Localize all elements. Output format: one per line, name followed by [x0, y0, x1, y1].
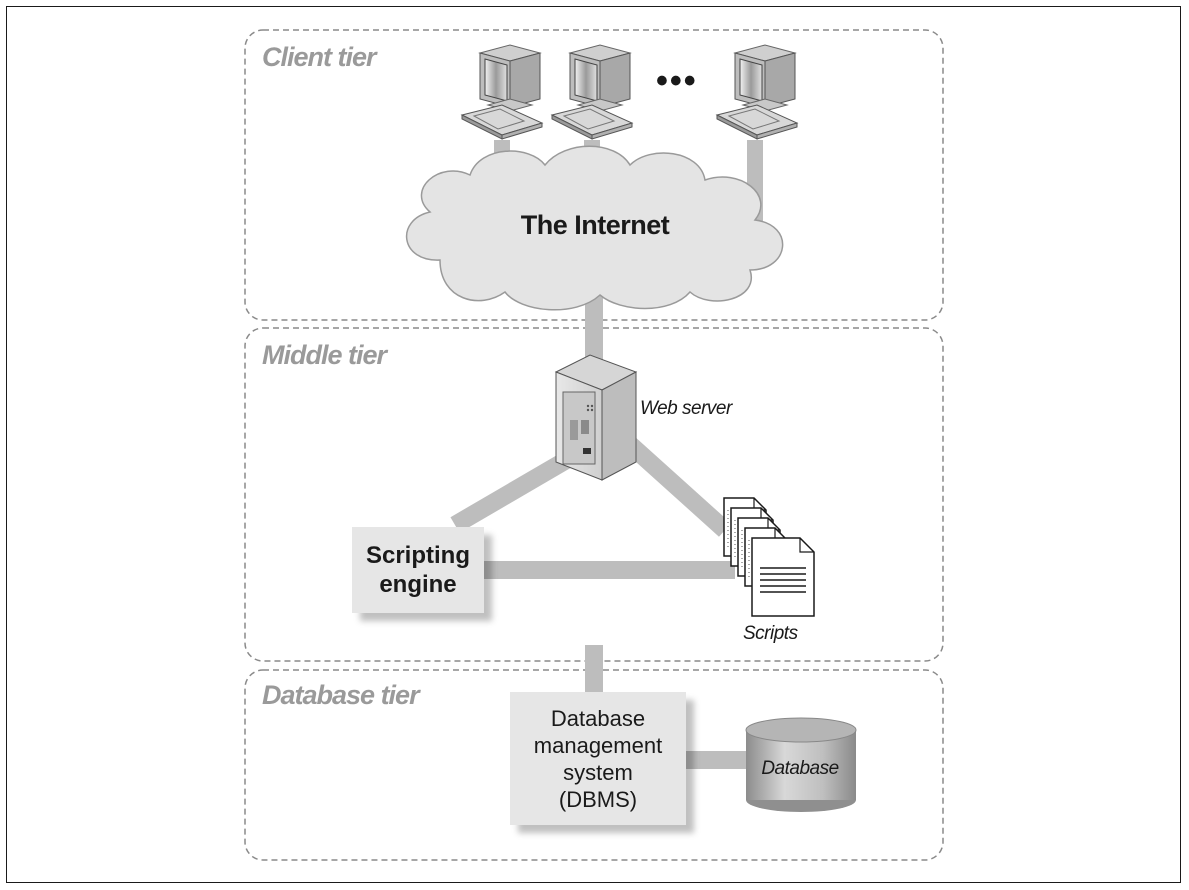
database-label: Database — [761, 758, 839, 779]
dbms-line: system — [563, 759, 633, 785]
computer-icon — [716, 44, 798, 140]
scripting-engine-line: engine — [379, 571, 457, 598]
document-stack-icon — [723, 497, 815, 617]
web-server-label: Web server — [640, 398, 732, 419]
ellipsis-more-clients: ••• — [656, 62, 698, 100]
scripting-engine-line: Scripting — [365, 542, 470, 569]
scripts-label: Scripts — [743, 623, 798, 644]
computer-icon — [461, 44, 543, 140]
cloud-icon — [405, 145, 784, 311]
dbms-line: (DBMS) — [558, 786, 638, 812]
outer-frame — [6, 6, 1181, 883]
server-icon — [554, 354, 638, 481]
database-tier-label: Database tier — [262, 680, 420, 710]
middle-tier-label: Middle tier — [262, 340, 387, 370]
dbms-box: Database management system (DBMS) — [510, 692, 686, 825]
internet-label: The Internet — [520, 210, 670, 240]
client-tier-label: Client tier — [262, 42, 377, 72]
scripting-engine-box: Scripting engine — [352, 527, 484, 613]
dbms-line: Database — [550, 705, 646, 731]
database-cylinder-icon — [745, 717, 857, 812]
dbms-line: management — [533, 732, 663, 758]
computer-icon — [551, 44, 633, 140]
